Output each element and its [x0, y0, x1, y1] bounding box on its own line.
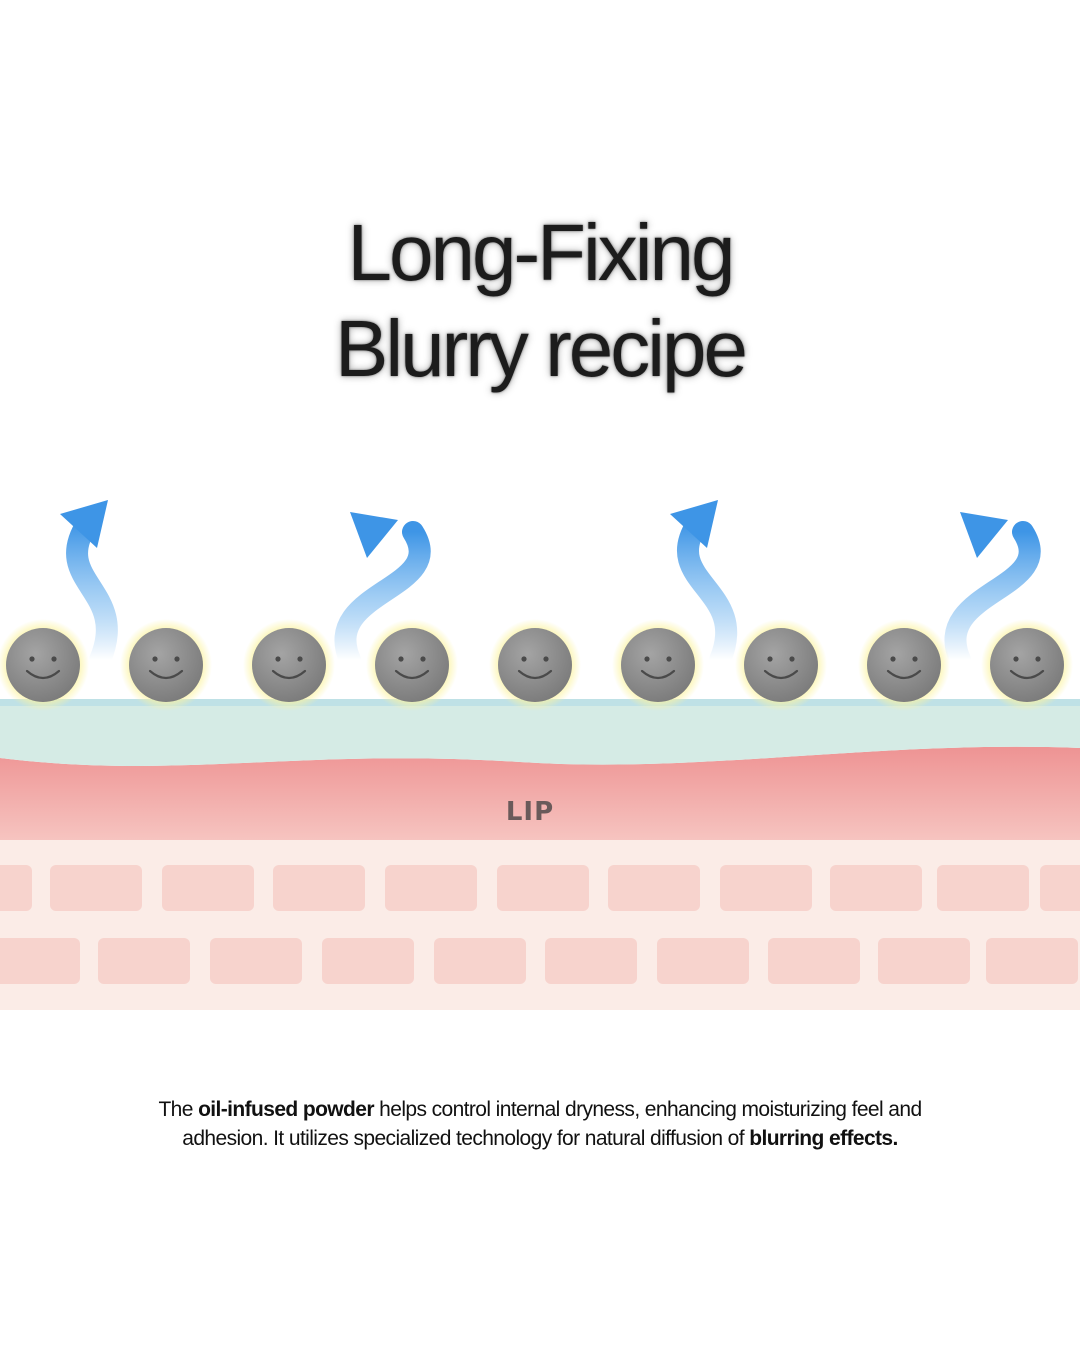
skin-cell	[162, 865, 254, 911]
smiley-powder-particle-icon	[366, 619, 458, 711]
curved-up-arrow-icon	[60, 500, 118, 671]
skin-cell	[273, 865, 365, 911]
skin-cell	[0, 865, 32, 911]
skin-cell	[937, 865, 1029, 911]
curved-up-arrow-icon	[944, 512, 1041, 671]
caption-text: adhesion. It utilizes specialized techno…	[182, 1127, 750, 1150]
caption-highlight: blurring effects.	[749, 1127, 898, 1150]
smiley-powder-particle-icon	[612, 619, 704, 711]
curved-up-arrow-icon	[334, 512, 431, 671]
lip-layer	[0, 746, 1080, 840]
lip-layer-label: LIP	[506, 797, 554, 827]
smiley-powder-particle-icon	[120, 619, 212, 711]
smiley-powder-particle-icon	[489, 619, 581, 711]
title-line-2: Blurry recipe	[334, 304, 748, 393]
description-text: The oil-infused powder helps control int…	[60, 1095, 1020, 1153]
film-layer	[0, 702, 1080, 766]
description-line-1: The oil-infused powder helps control int…	[60, 1095, 1020, 1124]
skin-cell	[768, 938, 860, 984]
description-line-2: adhesion. It utilizes specialized techno…	[60, 1124, 1020, 1153]
skin-cell	[322, 938, 414, 984]
skin-cell	[497, 865, 589, 911]
skin-cell	[434, 938, 526, 984]
page-title: Long-Fixing Blurry recipe	[0, 205, 1080, 397]
skin-cell	[210, 938, 302, 984]
lip-layer-diagram: LIP	[0, 500, 1080, 1010]
smiley-powder-particle-icon	[858, 619, 950, 711]
skin-cell	[657, 938, 749, 984]
smiley-powder-particle-icon	[735, 619, 827, 711]
smiley-powder-particle-icon	[243, 619, 335, 711]
skin-cell	[608, 865, 700, 911]
skin-cell	[986, 938, 1078, 984]
skin-cell	[385, 865, 477, 911]
skin-cell	[0, 938, 80, 984]
title-line-1: Long-Fixing	[347, 208, 735, 297]
skin-cell	[830, 865, 922, 911]
skin-cell	[545, 938, 637, 984]
skin-cell	[878, 938, 970, 984]
caption-highlight: oil-infused powder	[198, 1098, 374, 1121]
skin-cell	[1040, 865, 1080, 911]
evaporation-arrows	[60, 500, 1041, 671]
skin-cells	[0, 865, 1080, 984]
caption-text: The	[158, 1098, 199, 1121]
caption-text: helps control internal dryness, enhancin…	[373, 1098, 922, 1121]
skin-cell	[98, 938, 190, 984]
smiley-powder-particle-icon	[981, 619, 1073, 711]
smiley-powder-particle-icon	[0, 619, 89, 711]
powder-particles	[0, 619, 1073, 711]
skin-cell	[50, 865, 142, 911]
skin-cell	[720, 865, 812, 911]
curved-up-arrow-icon	[670, 500, 738, 671]
